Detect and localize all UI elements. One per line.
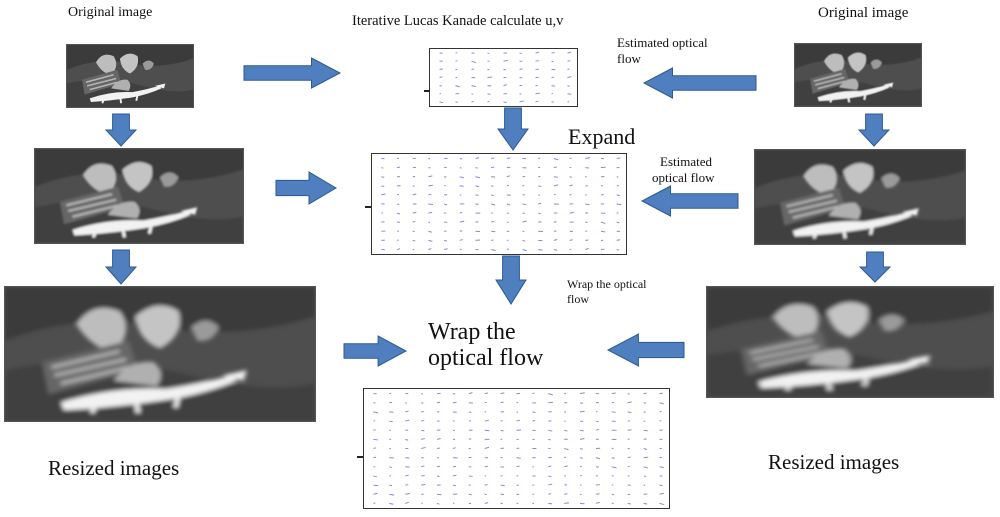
- label-resized-images-left: Resized images: [48, 456, 180, 480]
- label-estimated-optical-mid-2: optical flow: [652, 170, 715, 185]
- arrow-left-estimated-mid: [640, 185, 739, 217]
- label-estimated-optical-top-1: Estimated optical: [617, 35, 708, 50]
- optical-flow-field-medium: [371, 153, 627, 255]
- arrow-right-wrap: [343, 335, 408, 367]
- label-expand: Expand: [568, 124, 636, 149]
- label-wrap-small-1: Wrap the optical: [567, 277, 647, 291]
- axis-tick-small: [424, 90, 430, 92]
- arrow-left-wrap: [606, 333, 685, 367]
- arrow-down-expand: [497, 107, 529, 151]
- arrow-down-right-1: [857, 113, 891, 147]
- arrow-right-original-to-lk: [243, 57, 342, 89]
- axis-tick-large: [357, 456, 363, 458]
- arrow-left-estimated-top: [642, 67, 757, 99]
- optical-flow-field-large: [363, 388, 670, 509]
- arrow-down-right-2: [858, 251, 892, 283]
- optical-flow-field-small: [429, 48, 578, 107]
- resized-image-left-mid: [34, 148, 244, 244]
- resized-image-left-large: [4, 286, 316, 422]
- label-estimated-optical-mid-1: Estimated: [660, 154, 712, 169]
- arrow-down-left-2: [104, 249, 138, 285]
- arrow-down-wrap: [495, 255, 527, 305]
- resized-image-right-large: [706, 286, 994, 398]
- label-wrap-small-2: flow: [567, 292, 589, 306]
- label-resized-images-right: Resized images: [768, 450, 900, 474]
- original-image-left: [66, 44, 194, 108]
- label-original-image-left: Original image: [68, 5, 153, 20]
- original-image-right: [794, 43, 922, 107]
- label-iterative-lucas-kanade: Iterative Lucas Kanade calculate u,v: [352, 13, 564, 29]
- resized-image-right-mid: [754, 149, 966, 245]
- label-original-image-right: Original image: [818, 5, 909, 21]
- label-wrap-big-2: optical flow: [428, 345, 544, 371]
- label-estimated-optical-top-2: flow: [617, 51, 641, 66]
- label-wrap-big-1: Wrap the: [428, 319, 516, 345]
- axis-tick-medium: [365, 206, 371, 208]
- arrow-right-mid: [275, 171, 337, 205]
- arrow-down-left-1: [104, 113, 138, 147]
